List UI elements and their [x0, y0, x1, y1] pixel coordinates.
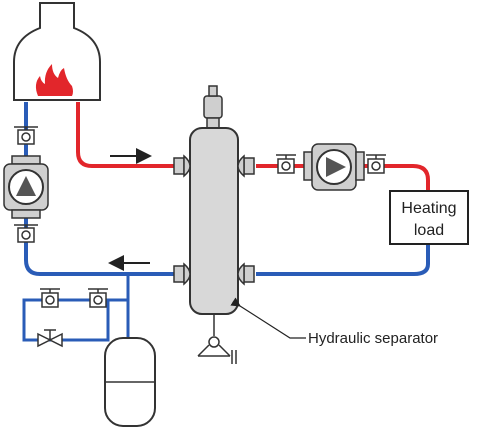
- heating-load-label-line2: load: [414, 222, 444, 239]
- heating-load: Heating load: [389, 190, 469, 245]
- hot-supply-pipe-boiler: [76, 102, 176, 168]
- pump-flange-top: [11, 155, 41, 165]
- flame-icon: [35, 64, 73, 96]
- valve-icon: [88, 288, 108, 308]
- hot-supply-pipe-load: [256, 164, 430, 191]
- left-pump-assembly: [3, 126, 49, 243]
- air-vent: [203, 95, 223, 119]
- valve-icon: [14, 224, 38, 243]
- valve-icon: [40, 288, 60, 308]
- separator-connection-cold-in: [237, 262, 255, 286]
- cold-return-pipe-load: [256, 244, 430, 276]
- heating-load-label-line1: Heating: [401, 200, 456, 217]
- expansion-tank-icon: [104, 337, 156, 427]
- valve-icon: [366, 154, 386, 174]
- separator-body: [189, 127, 239, 315]
- pump-flange-left: [303, 151, 313, 181]
- drain-valve-icon: [197, 314, 237, 364]
- boiler: [13, 2, 101, 101]
- separator-connection-cold-out: [173, 262, 191, 286]
- separator-connection-hot-out: [237, 154, 255, 178]
- right-pump-assembly: [276, 143, 386, 191]
- separator-connection-hot-in: [173, 154, 191, 178]
- pump-icon: [311, 143, 357, 191]
- pump-flange-bottom: [11, 209, 41, 219]
- pump-flange-right: [355, 151, 365, 181]
- pump-icon: [3, 163, 49, 211]
- cold-return-pipe-boiler: [24, 102, 176, 276]
- boiler-icon: [13, 2, 101, 101]
- fill-assembly: [37, 288, 108, 348]
- bypass-valve-icon: [37, 329, 63, 348]
- valve-icon: [276, 154, 296, 174]
- hydraulic-separator: [173, 85, 255, 364]
- heating-load-box: [389, 190, 469, 245]
- separator-callout-line: [230, 297, 306, 339]
- hydraulic-separator-label: Hydraulic separator: [308, 330, 438, 347]
- valve-icon: [14, 126, 38, 145]
